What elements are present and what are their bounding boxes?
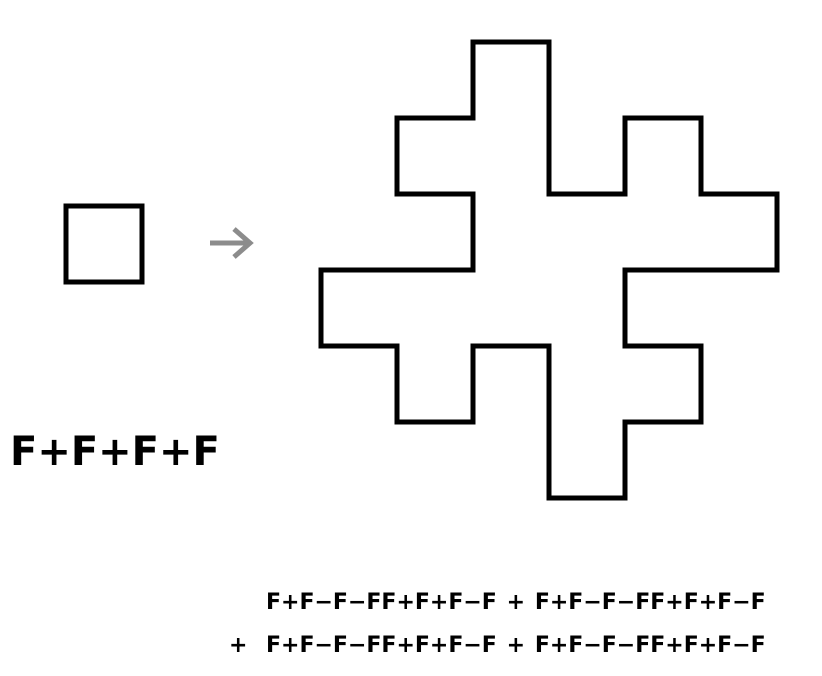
production-join-2: + — [229, 633, 248, 658]
production-line-2: + F+F−F−FF+F+F−F + F+F−F−FF+F+F−F — [229, 631, 766, 661]
axiom-label: F+F+F+F — [10, 429, 220, 475]
production-join-3: + — [506, 633, 526, 658]
right-arrow-icon — [210, 227, 254, 259]
production-segment-2: F+F−F−FF+F+F−F — [534, 590, 766, 615]
axiom-square-shape — [63, 203, 145, 285]
production-join-1: + — [506, 590, 526, 615]
iterated-shape — [318, 39, 780, 501]
production-segment-1: F+F−F−FF+F+F−F — [266, 590, 497, 615]
production-line-1: F+F−F−FF+F+F−F + F+F−F−FF+F+F−F — [266, 588, 766, 618]
production-segment-4: F+F−F−FF+F+F−F — [534, 633, 766, 658]
production-segment-3: F+F−F−FF+F+F−F — [266, 633, 497, 658]
